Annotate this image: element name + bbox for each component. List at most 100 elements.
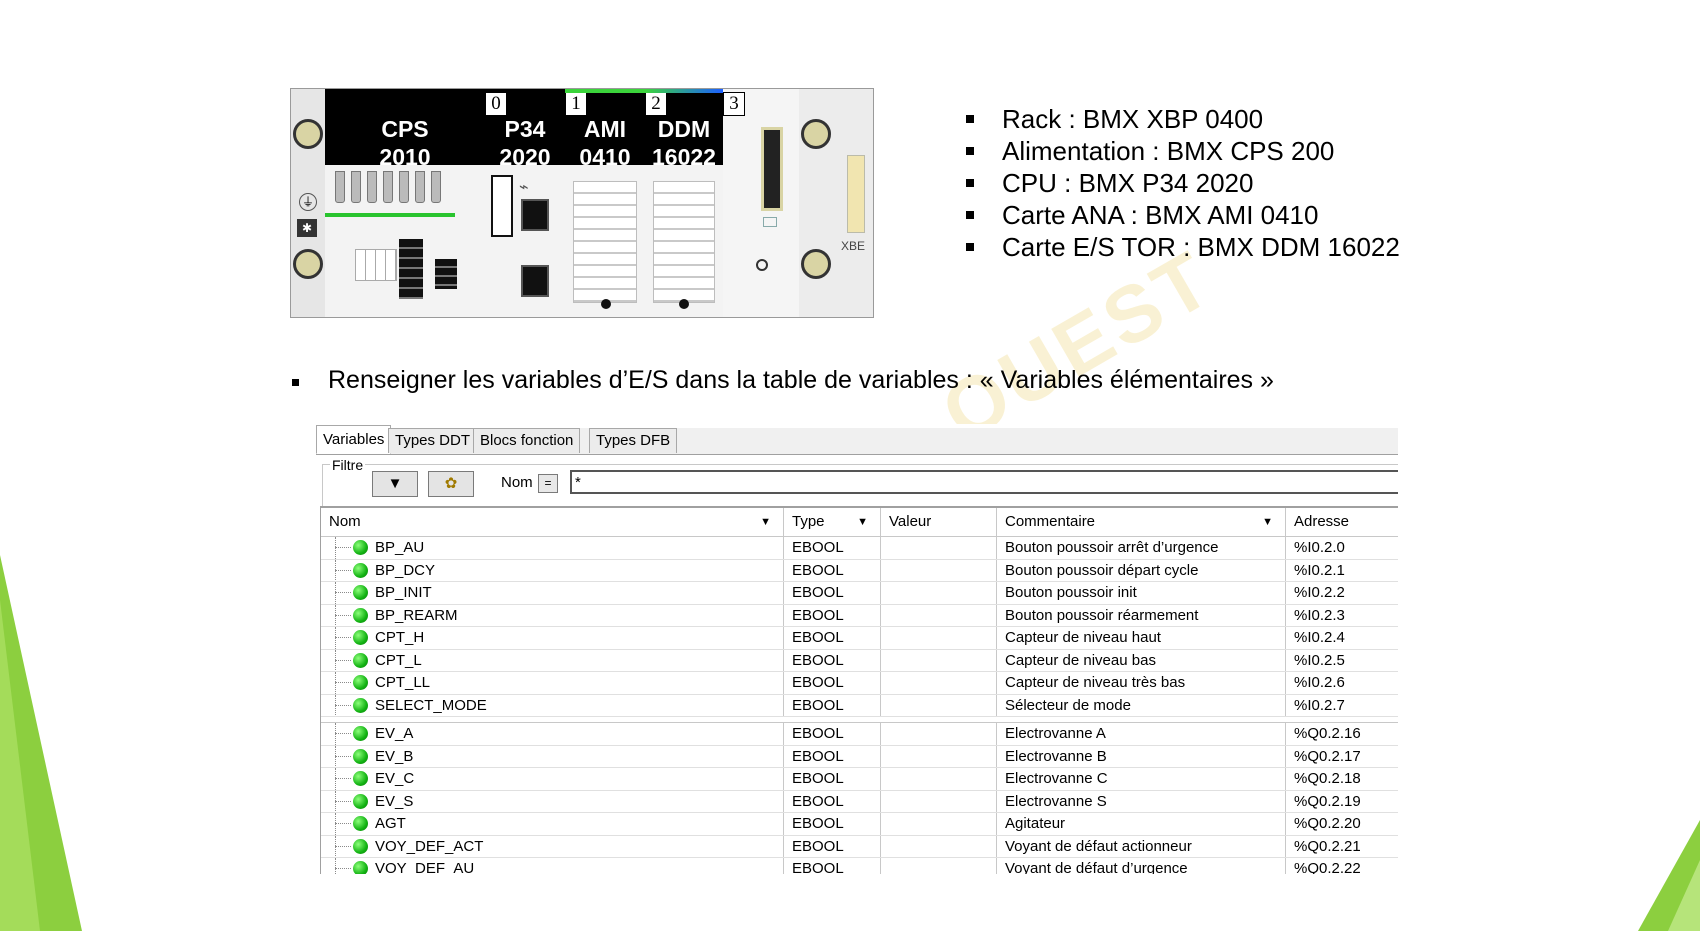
cell-comment[interactable]: Bouton poussoir arrêt d’urgence xyxy=(997,537,1286,559)
cell-comment[interactable]: Electrovanne A xyxy=(997,723,1286,745)
cell-type[interactable]: EBOOL xyxy=(784,627,881,649)
tab-types-dfb[interactable]: Types DFB xyxy=(589,428,678,453)
cell-name[interactable]: EV_A xyxy=(321,723,784,745)
cell-name[interactable]: CPT_H xyxy=(321,627,784,649)
cell-name[interactable]: EV_S xyxy=(321,790,784,812)
cell-comment[interactable]: Electrovanne B xyxy=(997,745,1286,767)
column-header-type[interactable]: Type▼ xyxy=(784,508,881,536)
module-ami[interactable]: AMI 0410 1 xyxy=(565,89,646,317)
column-header-valeur[interactable]: Valeur xyxy=(881,508,997,536)
cell-value[interactable] xyxy=(881,790,997,812)
cell-name[interactable]: EV_C xyxy=(321,768,784,790)
sort-arrow-icon[interactable]: ▼ xyxy=(760,516,771,528)
cell-name[interactable]: CPT_LL xyxy=(321,672,784,694)
cell-value[interactable] xyxy=(881,858,997,874)
cell-type[interactable]: EBOOL xyxy=(784,672,881,694)
filter-options-button[interactable]: ✿ xyxy=(428,471,474,497)
cell-value[interactable] xyxy=(881,694,997,716)
cell-comment[interactable]: Capteur de niveau très bas xyxy=(997,672,1286,694)
cell-type[interactable]: EBOOL xyxy=(784,790,881,812)
cell-type[interactable]: EBOOL xyxy=(784,604,881,626)
cell-address[interactable]: %I0.2.3 xyxy=(1286,605,1398,627)
cell-address[interactable]: %I0.2.4 xyxy=(1286,627,1398,649)
filter-name-input[interactable] xyxy=(570,470,1398,494)
cell-value[interactable] xyxy=(881,723,997,745)
cell-type[interactable]: EBOOL xyxy=(784,694,881,716)
cell-comment[interactable]: Voyant de défaut actionneur xyxy=(997,835,1286,857)
cell-address[interactable]: %Q0.2.20 xyxy=(1286,813,1398,835)
cell-type[interactable]: EBOOL xyxy=(784,858,881,874)
tab-blocs-fonction[interactable]: Blocs fonction xyxy=(473,428,581,453)
cell-value[interactable] xyxy=(881,604,997,626)
cell-comment[interactable]: Capteur de niveau haut xyxy=(997,627,1286,649)
cell-value[interactable] xyxy=(881,672,997,694)
cell-type[interactable]: EBOOL xyxy=(784,768,881,790)
cell-comment[interactable]: Voyant de défaut d’urgence xyxy=(997,858,1286,874)
cell-address[interactable]: %I0.2.2 xyxy=(1286,582,1398,604)
cell-type[interactable]: EBOOL xyxy=(784,537,881,559)
sort-arrow-icon[interactable]: ▼ xyxy=(1262,516,1273,528)
cell-address[interactable]: %Q0.2.21 xyxy=(1286,836,1398,858)
cell-comment[interactable]: Bouton poussoir init xyxy=(997,582,1286,604)
cell-value[interactable] xyxy=(881,649,997,671)
cell-comment[interactable]: Capteur de niveau bas xyxy=(997,649,1286,671)
cell-type[interactable]: EBOOL xyxy=(784,723,881,745)
cell-name[interactable]: EV_B xyxy=(321,745,784,767)
column-header-adresse[interactable]: Adresse xyxy=(1294,513,1350,530)
cell-name[interactable]: BP_AU xyxy=(321,537,784,559)
tab-variables[interactable]: Variables xyxy=(316,425,392,454)
filter-apply-button[interactable]: ▼ xyxy=(372,471,418,497)
cell-value[interactable] xyxy=(881,582,997,604)
cell-type[interactable]: EBOOL xyxy=(784,582,881,604)
cell-comment[interactable]: Bouton poussoir réarmement xyxy=(997,604,1286,626)
cell-value[interactable] xyxy=(881,768,997,790)
cell-comment[interactable]: Electrovanne C xyxy=(997,768,1286,790)
cell-comment[interactable]: Agitateur xyxy=(997,813,1286,835)
cell-name[interactable]: CPT_L xyxy=(321,649,784,671)
filter-equals-button[interactable]: = xyxy=(538,474,558,493)
cell-name[interactable]: VOY_DEF_AU xyxy=(321,858,784,874)
cell-comment[interactable]: Electrovanne S xyxy=(997,790,1286,812)
sort-arrow-icon[interactable]: ▼ xyxy=(857,516,868,528)
column-header-commentaire[interactable]: Commentaire▼ xyxy=(997,508,1286,536)
cell-address[interactable]: %I0.2.0 xyxy=(1286,537,1398,559)
cell-comment[interactable]: Bouton poussoir départ cycle xyxy=(997,559,1286,581)
cell-type[interactable]: EBOOL xyxy=(784,813,881,835)
column-header-nom[interactable]: Nom▼ xyxy=(321,508,784,536)
cell-address[interactable]: %I0.2.1 xyxy=(1286,560,1398,582)
cell-type[interactable]: EBOOL xyxy=(784,745,881,767)
cell-value[interactable] xyxy=(881,745,997,767)
cell-comment[interactable]: Sélecteur de mode xyxy=(997,694,1286,716)
cell-address[interactable]: %Q0.2.16 xyxy=(1286,723,1398,745)
cell-name[interactable]: SELECT_MODE xyxy=(321,694,784,716)
cell-address[interactable]: %Q0.2.18 xyxy=(1286,768,1398,790)
cell-name[interactable]: AGT xyxy=(321,813,784,835)
cell-name[interactable]: VOY_DEF_ACT xyxy=(321,835,784,857)
cell-address[interactable]: %I0.2.7 xyxy=(1286,695,1398,717)
cell-address[interactable]: %I0.2.5 xyxy=(1286,650,1398,672)
cell-value[interactable] xyxy=(881,627,997,649)
cell-type[interactable]: EBOOL xyxy=(784,649,881,671)
cell-name[interactable]: BP_INIT xyxy=(321,582,784,604)
cell-address[interactable]: %Q0.2.19 xyxy=(1286,791,1398,813)
cell-value[interactable] xyxy=(881,813,997,835)
tab-types-ddt[interactable]: Types DDT xyxy=(388,428,478,453)
cell-address[interactable]: %Q0.2.22 xyxy=(1286,858,1398,874)
cell-name[interactable]: BP_DCY xyxy=(321,559,784,581)
cell-value[interactable] xyxy=(881,559,997,581)
